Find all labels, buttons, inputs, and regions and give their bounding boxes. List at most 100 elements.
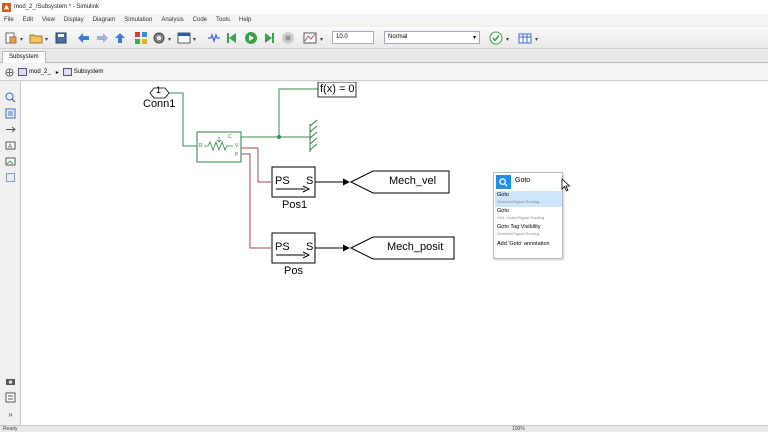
solver-connection-line[interactable] bbox=[241, 88, 318, 138]
breadcrumb-model-label: mod_2_ bbox=[29, 69, 51, 75]
mechanical-reference-block[interactable] bbox=[309, 119, 318, 152]
run-button[interactable] bbox=[243, 30, 259, 46]
quick-insert-annotation-label: Add 'Goto' annotation bbox=[497, 241, 550, 247]
quick-insert-item-library: Simulink/Signal Routing bbox=[497, 199, 540, 204]
menu-analysis[interactable]: Analysis bbox=[161, 16, 184, 23]
new-model-icon bbox=[5, 32, 17, 44]
quick-insert-add-annotation[interactable]: Add 'Goto' annotation bbox=[495, 239, 562, 249]
up-to-parent-button[interactable] bbox=[112, 30, 128, 46]
model-data-button[interactable] bbox=[5, 376, 16, 387]
back-arrow-icon bbox=[78, 33, 89, 43]
goto-block-mech-posit[interactable] bbox=[349, 236, 455, 260]
zoom-level: 100% bbox=[512, 426, 525, 432]
physical-signal-lines bbox=[241, 147, 271, 249]
quick-insert-results: Goto Simulink/Signal Routing Goto HDL Co… bbox=[495, 191, 562, 249]
menu-code[interactable]: Code bbox=[192, 16, 207, 23]
model-explorer-dropdown-arrow[interactable]: ▾ bbox=[193, 37, 197, 43]
menu-file[interactable]: File bbox=[4, 16, 14, 23]
hide-explorer-icon[interactable] bbox=[5, 67, 14, 77]
model-advisor-dropdown-arrow[interactable]: ▾ bbox=[506, 37, 510, 43]
data-inspector-button[interactable] bbox=[206, 30, 222, 46]
arrow-button[interactable] bbox=[5, 124, 16, 135]
quick-insert-item-library: HDL Coder/Signal Routing bbox=[497, 215, 544, 220]
goto-block-mech-vel[interactable] bbox=[349, 170, 450, 194]
pos-block-name[interactable]: Pos bbox=[284, 265, 303, 277]
menu-view[interactable]: View bbox=[42, 16, 55, 23]
stop-icon bbox=[282, 32, 294, 44]
step-back-button[interactable] bbox=[224, 30, 240, 46]
model-advisor-button[interactable] bbox=[488, 30, 504, 46]
build-button[interactable] bbox=[517, 30, 533, 46]
breadcrumb-item-subsystem[interactable]: Subsystem bbox=[62, 68, 103, 76]
simulation-mode-select[interactable]: Normal ▾ bbox=[384, 31, 480, 44]
step-forward-icon bbox=[265, 33, 274, 43]
menu-help[interactable]: Help bbox=[239, 16, 252, 23]
quick-insert-item-goto-hdl[interactable]: Goto HDL Coder/Signal Routing bbox=[495, 207, 562, 223]
menu-edit[interactable]: Edit bbox=[22, 16, 34, 23]
quick-insert-search-button[interactable] bbox=[496, 175, 511, 189]
motion-sensor-block[interactable] bbox=[196, 131, 242, 163]
pos1-block-name[interactable]: Pos1 bbox=[282, 199, 308, 211]
quick-insert-item-goto-tag-visibility[interactable]: Goto Tag Visibility Simulink/Signal Rout… bbox=[495, 223, 562, 239]
zoom-in-button[interactable] bbox=[5, 92, 16, 103]
save-button[interactable] bbox=[53, 30, 69, 46]
quick-insert-item-goto-simulink[interactable]: Goto Simulink/Signal Routing bbox=[495, 191, 562, 207]
ps-simulink-converter-pos1[interactable] bbox=[271, 166, 316, 198]
quick-insert-item-name: Goto Tag Visibility bbox=[497, 224, 541, 230]
connection-port-conn1[interactable] bbox=[149, 87, 170, 99]
conn1-line[interactable] bbox=[169, 92, 197, 147]
step-forward-button[interactable] bbox=[261, 30, 277, 46]
quick-insert-search-input[interactable]: Goto bbox=[515, 177, 531, 184]
area-button[interactable] bbox=[5, 172, 16, 183]
stop-time-input[interactable]: 10.0 bbox=[332, 31, 374, 44]
expand-palette-button[interactable]: » bbox=[5, 409, 16, 420]
library-browser-icon bbox=[135, 32, 147, 44]
new-model-dropdown-arrow[interactable]: ▾ bbox=[20, 37, 24, 43]
breadcrumb-separator-icon: ▸ bbox=[55, 69, 59, 76]
subsystem-icon bbox=[62, 68, 72, 76]
menu-simulation[interactable]: Simulation bbox=[124, 16, 153, 23]
conn1-label: Conn1 bbox=[143, 98, 176, 110]
model-config-button[interactable] bbox=[151, 30, 167, 46]
scope-button[interactable] bbox=[302, 30, 318, 46]
pos1-s-label: S bbox=[306, 175, 314, 187]
position-signal-line[interactable] bbox=[241, 153, 271, 249]
signal-lines bbox=[315, 181, 348, 249]
library-browser-button[interactable] bbox=[133, 30, 149, 46]
model-config-dropdown-arrow[interactable]: ▾ bbox=[168, 37, 172, 43]
search-icon bbox=[499, 177, 508, 187]
new-model-button[interactable] bbox=[3, 30, 19, 46]
image-button[interactable] bbox=[5, 156, 16, 167]
menu-display[interactable]: Display bbox=[63, 16, 84, 23]
forward-button[interactable] bbox=[94, 30, 110, 46]
model-explorer-icon bbox=[177, 32, 191, 44]
breadcrumb: mod_2_ ▸ Subsystem bbox=[0, 64, 768, 81]
stop-button[interactable] bbox=[280, 30, 296, 46]
solver-configuration-block[interactable] bbox=[317, 82, 357, 98]
signal-icon bbox=[208, 32, 220, 44]
breadcrumb-item-model[interactable]: mod_2_ bbox=[18, 68, 51, 76]
image-icon bbox=[5, 157, 16, 166]
tab-strip: Subsystem bbox=[0, 50, 768, 63]
ps-simulink-converter-pos[interactable] bbox=[271, 232, 316, 264]
fit-view-icon bbox=[5, 108, 16, 119]
open-button[interactable] bbox=[28, 30, 44, 46]
open-dropdown-arrow[interactable]: ▾ bbox=[45, 37, 49, 43]
status-text: Ready bbox=[3, 426, 18, 432]
goto-tag-mech-posit: Mech_posit bbox=[387, 241, 444, 253]
scope-dropdown-arrow[interactable]: ▾ bbox=[320, 37, 324, 43]
property-inspector-button[interactable] bbox=[5, 392, 16, 403]
window-title: mod_2_/Subsystem * - Simulink bbox=[14, 4, 100, 10]
fit-to-view-button[interactable] bbox=[5, 108, 16, 119]
annotation-button[interactable]: A bbox=[5, 140, 16, 151]
build-dropdown-arrow[interactable]: ▾ bbox=[535, 37, 539, 43]
quick-insert-item-name: Goto bbox=[497, 208, 509, 214]
goto-tag-mech-vel: Mech_vel bbox=[389, 175, 437, 187]
tab-subsystem[interactable]: Subsystem bbox=[2, 51, 46, 63]
menu-diagram[interactable]: Diagram bbox=[92, 16, 116, 23]
menu-tools[interactable]: Tools bbox=[216, 16, 231, 23]
velocity-signal-line[interactable] bbox=[241, 147, 271, 183]
back-button[interactable] bbox=[76, 30, 92, 46]
model-explorer-button[interactable] bbox=[176, 30, 192, 46]
model-canvas[interactable]: 1 Conn1 f(x) = 0 C R V P PS S Pos1 PS S … bbox=[21, 82, 768, 425]
